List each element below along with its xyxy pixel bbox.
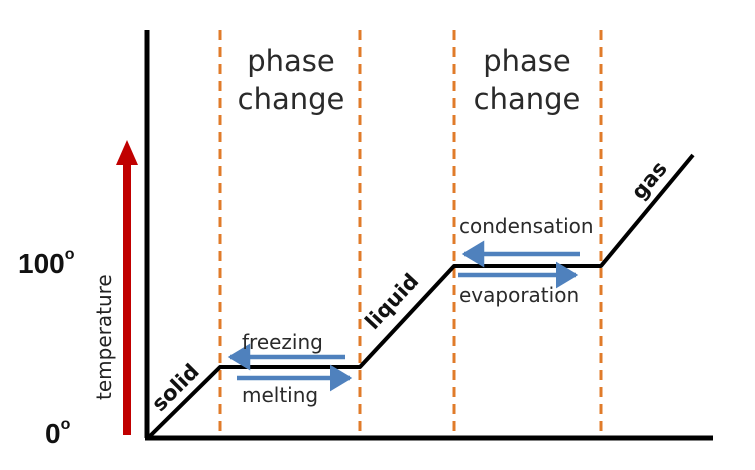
tick-label-0-value: 0 bbox=[45, 418, 61, 449]
phase-change-label-1: phase change bbox=[232, 42, 350, 118]
tick-label-0: 0o bbox=[45, 415, 71, 450]
freezing-label: freezing bbox=[242, 330, 323, 354]
phase-change-label-2: phase change bbox=[468, 42, 586, 118]
y-axis-label: temperature bbox=[92, 274, 116, 400]
phase-change-label-1-line2: change bbox=[237, 82, 345, 116]
tick-label-100: 100o bbox=[18, 245, 75, 280]
phase-change-label-1-line1: phase bbox=[247, 44, 335, 78]
tick-label-100-value: 100 bbox=[18, 248, 65, 279]
heating-curve bbox=[148, 153, 695, 438]
tick-label-0-degree: o bbox=[60, 415, 71, 433]
phase-change-label-2-line2: change bbox=[473, 82, 581, 116]
tick-label-100-degree: o bbox=[64, 245, 75, 263]
temperature-arrow-head bbox=[116, 140, 138, 165]
condensation-label: condensation bbox=[459, 214, 594, 238]
evaporation-label: evaporation bbox=[459, 283, 580, 307]
melting-label: melting bbox=[242, 383, 319, 407]
phase-change-label-2-line1: phase bbox=[483, 44, 571, 78]
